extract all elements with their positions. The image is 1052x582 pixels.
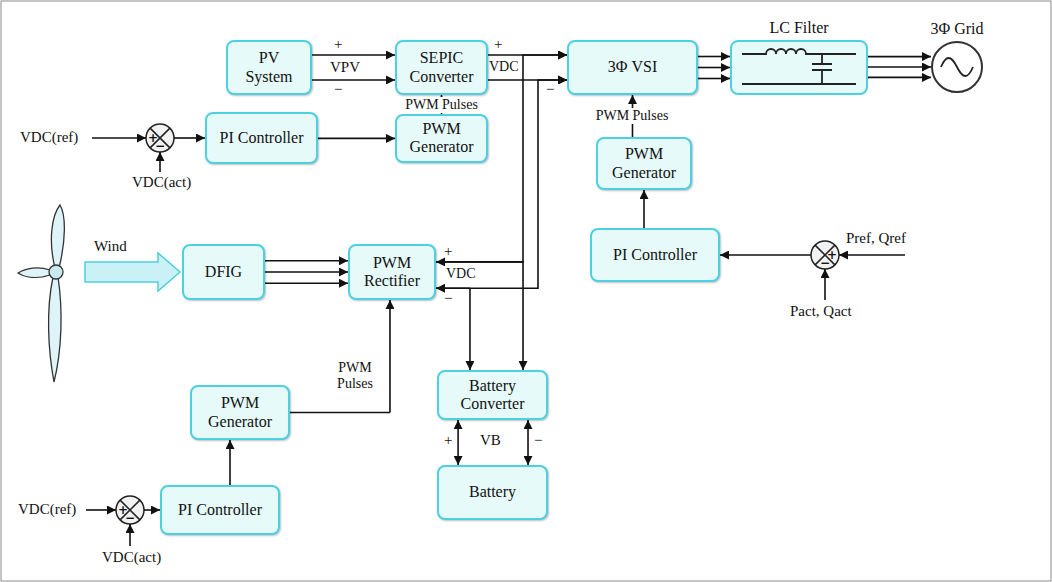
- signal-name: VB: [480, 432, 501, 449]
- polarity-sign: −: [546, 81, 554, 98]
- filter-fill: [731, 41, 867, 94]
- connector: [312, 54, 395, 56]
- connector: [698, 67, 730, 69]
- polarity-sign: +: [444, 243, 452, 260]
- pwm-generator-box: PWM Generator: [596, 137, 692, 190]
- filter-box: LC Filter: [730, 40, 868, 95]
- polarity-sign: +: [334, 36, 342, 53]
- connector: [868, 56, 931, 58]
- signal-name: Pref, Qref: [846, 230, 906, 247]
- connector: [290, 300, 390, 413]
- node-text: PI Controller: [178, 501, 262, 519]
- summing-junction: +−: [146, 124, 174, 152]
- polarity-sign: +: [494, 36, 502, 53]
- generator-box: DFIG: [182, 244, 265, 300]
- signal-name: VDC(act): [132, 174, 191, 191]
- node-text: PWM Generator: [606, 145, 682, 182]
- wind-arrow: [85, 253, 180, 291]
- connector: [265, 282, 348, 284]
- signal-name: Pact, Qact: [790, 303, 852, 320]
- signal-name: VPV: [330, 59, 360, 76]
- signal-name: VDC: [489, 59, 519, 75]
- sign-text: −: [125, 512, 135, 524]
- connector: [229, 440, 231, 485]
- controller-box: PI Controller: [160, 485, 280, 535]
- connector: [643, 190, 645, 228]
- node-text: DFIG: [205, 263, 242, 281]
- sine-symbol: [941, 58, 973, 76]
- signal-name: VDC(act): [102, 549, 161, 566]
- wind-turbine: [18, 205, 64, 382]
- battery-box: Battery: [437, 465, 548, 520]
- signal-name: VDC(ref): [18, 501, 76, 518]
- node-text: PWM Rectifier: [358, 254, 426, 291]
- sign-text: −: [155, 140, 165, 152]
- connector: [436, 288, 470, 370]
- node-text: Battery Converter: [447, 377, 538, 414]
- connector: [265, 271, 348, 273]
- grid-circle: 3Φ Grid: [931, 41, 983, 93]
- rectifier-box: PWM Rectifier: [348, 244, 436, 300]
- summing-junction: +−: [811, 241, 839, 269]
- signal-arrows: [86, 138, 905, 546]
- connector: [698, 78, 730, 80]
- wind-label: Wind: [94, 238, 127, 255]
- connector-label: PWM Pulses: [403, 96, 480, 112]
- node-text: LC Filter: [769, 18, 828, 37]
- converter-box: SEPIC Converter: [395, 40, 488, 95]
- node-text: SEPIC Converter: [405, 49, 478, 86]
- controller-box: PI Controller: [205, 112, 318, 164]
- connector: [436, 262, 523, 370]
- converter-box: Battery Converter: [437, 370, 548, 420]
- pwm-generator-box: PWM Generator: [190, 385, 290, 440]
- inverter-box: 3Φ VSI: [567, 40, 698, 95]
- grid-fill: [932, 42, 982, 92]
- summing-junction: +−: [116, 496, 144, 524]
- connector: [868, 77, 931, 78]
- polarity-sign: −: [534, 432, 542, 449]
- connector: [698, 56, 730, 58]
- connector: [720, 254, 811, 256]
- node-text: PV System: [236, 49, 302, 86]
- node-text: 3Φ VSI: [608, 58, 657, 76]
- connector: [457, 420, 459, 465]
- summing-junctions: [116, 124, 839, 524]
- node-text: PWM Generator: [200, 394, 280, 431]
- node-text: PI Controller: [613, 246, 697, 264]
- connector-label: PWM Pulses: [594, 108, 671, 124]
- polarity-sign: +: [444, 432, 452, 449]
- connector: [265, 260, 348, 262]
- pwm-generator-box: PWM Generator: [395, 114, 488, 163]
- connector: [312, 79, 395, 81]
- lc-symbol: [742, 49, 856, 84]
- connector: [527, 420, 529, 465]
- connector: [174, 137, 205, 139]
- node-text: PWM Generator: [405, 120, 478, 157]
- controller-box: PI Controller: [590, 228, 720, 282]
- connector: [868, 66, 931, 68]
- connector: [144, 509, 160, 511]
- polarity-sign: −: [334, 81, 342, 98]
- pv-source-box: PV System: [226, 40, 312, 95]
- node-text: Battery: [469, 483, 516, 501]
- node-text: 3Φ Grid: [930, 19, 983, 38]
- sign-text: −: [820, 257, 830, 269]
- node-text: PI Controller: [220, 129, 304, 147]
- signal-name: VDC(ref): [20, 129, 78, 146]
- connector: [318, 137, 395, 139]
- connector-label: PWM Pulses: [327, 360, 383, 392]
- signal-name: VDC: [446, 266, 476, 282]
- polarity-sign: −: [444, 290, 452, 307]
